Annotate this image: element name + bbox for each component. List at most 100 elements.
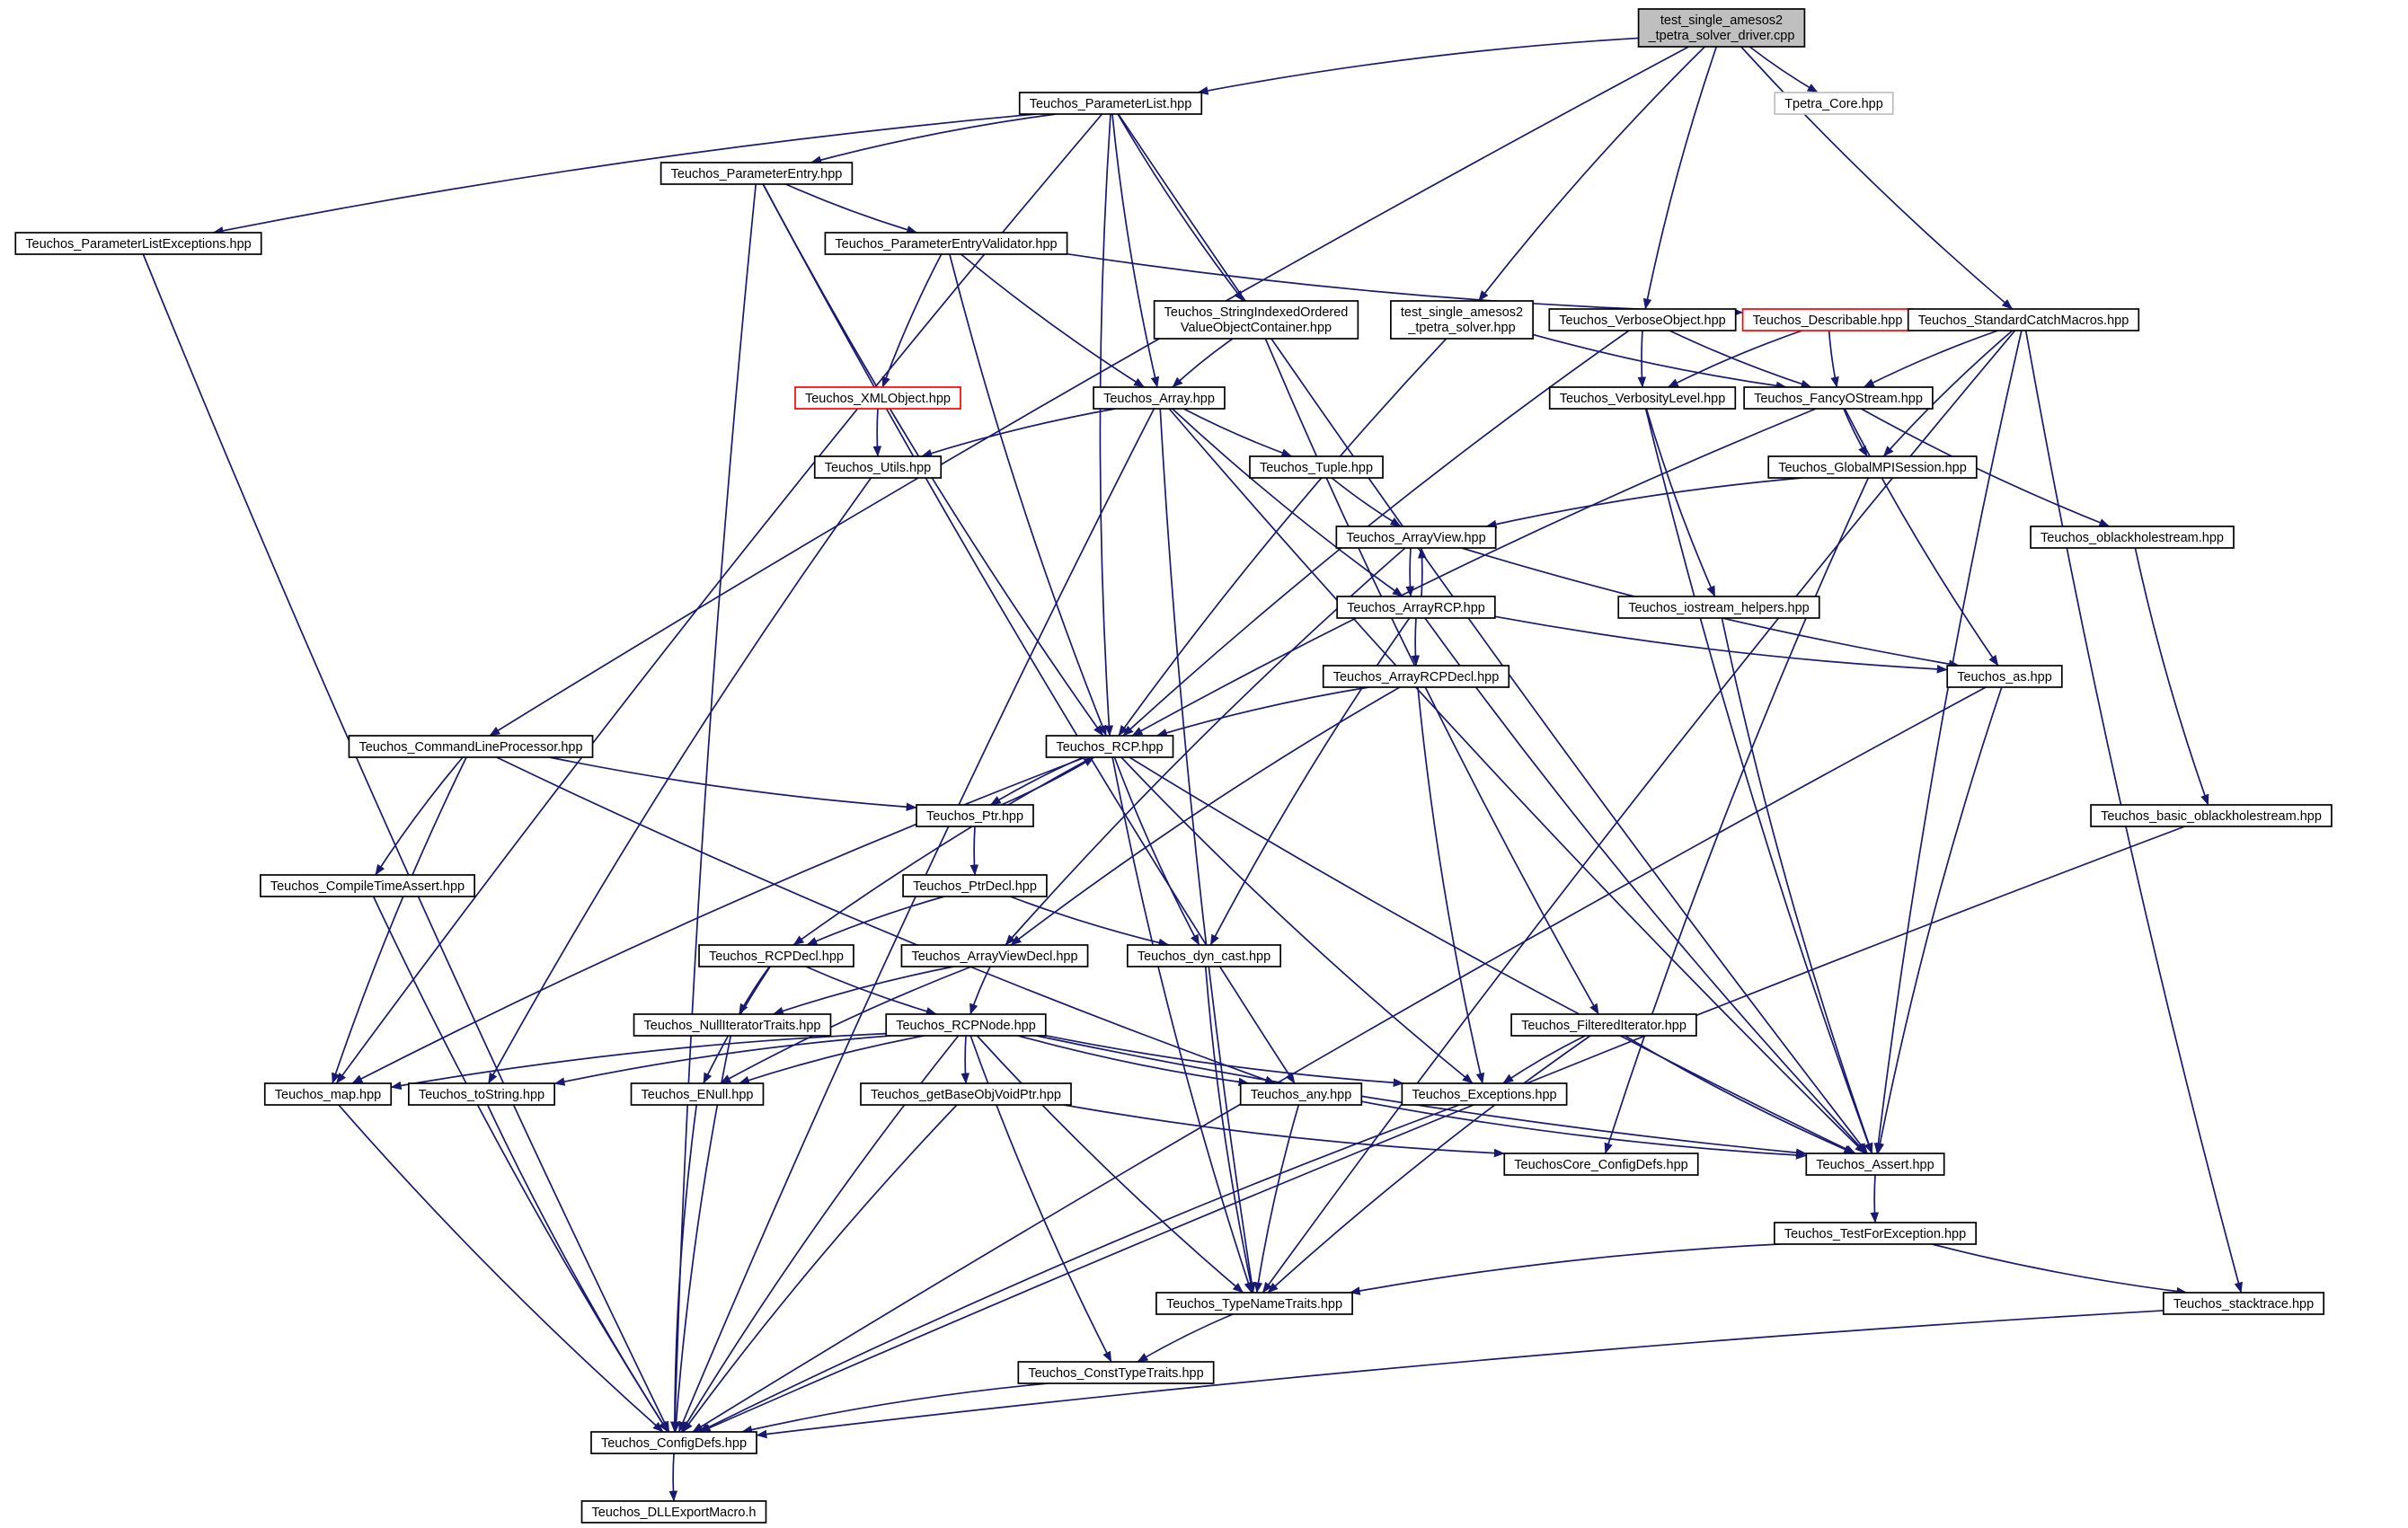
edge-string_indexed-to-array [1172, 338, 1234, 388]
node-describable[interactable]: Teuchos_Describable.hpp [1741, 308, 1914, 331]
node-typename[interactable]: Teuchos_TypeNameTraits.hpp [1155, 1292, 1353, 1315]
node-assert[interactable]: Teuchos_Assert.hpp [1805, 1153, 1945, 1176]
node-arrayrcpdecl[interactable]: Teuchos_ArrayRCPDecl.hpp [1322, 665, 1510, 688]
edge-tostring-to-config_defs [486, 1104, 669, 1433]
node-exceptions[interactable]: Teuchos_Exceptions.hpp [1401, 1082, 1568, 1106]
edge-cmdline-to-any [496, 756, 1276, 1084]
node-tpetra-core[interactable]: Tpetra_Core.hpp [1774, 92, 1894, 115]
node-oblackhole[interactable]: Teuchos_oblackholestream.hpp [2030, 526, 2235, 549]
node-stacktrace[interactable]: Teuchos_stacktrace.hpp [2162, 1292, 2325, 1315]
node-verbose-object[interactable]: Teuchos_VerboseObject.hpp [1548, 308, 1737, 331]
node-array[interactable]: Teuchos_Array.hpp [1093, 386, 1226, 410]
node-any[interactable]: Teuchos_any.hpp [1239, 1082, 1363, 1106]
node-label: Teuchos_VerbosityLevel.hpp [1560, 392, 1726, 406]
edge-arrayrcp-to-dyn_cast [1209, 617, 1411, 946]
node-label: Teuchos_GlobalMPISession.hpp [1778, 461, 1967, 475]
node-dyn-cast[interactable]: Teuchos_dyn_cast.hpp [1126, 944, 1282, 967]
node-enull[interactable]: Teuchos_ENull.hpp [630, 1082, 765, 1106]
node-basic-oblackhole[interactable]: Teuchos_basic_oblackholestream.hpp [2090, 804, 2333, 827]
edge-fancy-to-as [1844, 408, 1999, 667]
edge-root-to-verbose_object [1642, 46, 1718, 310]
edge-array-to-typename [1159, 408, 1256, 1294]
node-iostream[interactable]: Teuchos_iostream_helpers.hpp [1617, 596, 1820, 619]
node-label: TeuchosCore_ConfigDefs.hpp [1514, 1158, 1687, 1172]
node-label: Teuchos_getBaseObjVoidPtr.hpp [871, 1088, 1061, 1102]
edge-param_list-to-rcp [1099, 113, 1114, 737]
node-cmdline[interactable]: Teuchos_CommandLineProcessor.hpp [348, 735, 594, 758]
node-label: Teuchos_XMLObject.hpp [805, 392, 951, 406]
edge-param_entry_validator-to-xml_object [881, 253, 943, 388]
edge-map-to-config_defs [338, 1104, 664, 1433]
node-compile-time-assert[interactable]: Teuchos_CompileTimeAssert.hpp [260, 874, 475, 897]
node-param-list[interactable]: Teuchos_ParameterList.hpp [1018, 92, 1203, 115]
node-label: Teuchos_ParameterList.hpp [1030, 97, 1192, 111]
node-rcpdecl[interactable]: Teuchos_RCPDecl.hpp [698, 944, 854, 967]
edge-rcpnode-to-exceptions [1045, 1035, 1404, 1088]
node-rcpnode[interactable]: Teuchos_RCPNode.hpp [885, 1013, 1047, 1037]
edge-describable-to-fancy [1828, 330, 1839, 388]
edge-test_for_exc-to-stacktrace [1931, 1243, 2188, 1296]
node-tostring[interactable]: Teuchos_toString.hpp [408, 1082, 555, 1106]
node-arrayviewdecl[interactable]: Teuchos_ArrayViewDecl.hpp [900, 944, 1089, 967]
node-label: Teuchos_toString.hpp [419, 1088, 544, 1102]
edge-config_defs-to-dll_export [668, 1453, 678, 1502]
edge-any-to-typename [1253, 1104, 1300, 1294]
node-core-config[interactable]: TeuchosCore_ConfigDefs.hpp [1503, 1153, 1699, 1176]
node-label: Teuchos_TypeNameTraits.hpp [1166, 1297, 1342, 1312]
node-label: Teuchos_dyn_cast.hpp [1138, 949, 1270, 964]
node-test-for-exc[interactable]: Teuchos_TestForException.hpp [1773, 1222, 1978, 1245]
edge-stacktrace-to-config_defs [756, 1310, 2164, 1439]
node-map[interactable]: Teuchos_map.hpp [263, 1082, 393, 1106]
node-get-base[interactable]: Teuchos_getBaseObjVoidPtr.hpp [860, 1082, 1072, 1106]
node-tuple[interactable]: Teuchos_Tuple.hpp [1249, 455, 1384, 479]
edge-root-to-test_solver [1478, 46, 1705, 302]
node-fancy[interactable]: Teuchos_FancyOStream.hpp [1743, 386, 1934, 410]
edge-root-to-tpetra_core [1748, 46, 1819, 93]
edge-ptrdecl-to-rcpdecl [806, 896, 945, 946]
edge-array-to-utils [921, 408, 1116, 458]
node-string-indexed[interactable]: Teuchos_StringIndexedOrderedValueObjectC… [1153, 300, 1359, 340]
node-filtered-iter[interactable]: Teuchos_FilteredIterator.hpp [1510, 1013, 1697, 1037]
edge-cmdline-to-ptr [549, 756, 917, 812]
node-verbosity[interactable]: Teuchos_VerbosityLevel.hpp [1548, 386, 1737, 410]
edge-get_base-to-core_config [1063, 1104, 1505, 1158]
node-utils[interactable]: Teuchos_Utils.hpp [813, 455, 943, 479]
node-global-mpi[interactable]: Teuchos_GlobalMPISession.hpp [1767, 455, 1978, 479]
node-ptr[interactable]: Teuchos_Ptr.hpp [916, 804, 1034, 827]
node-config-defs[interactable]: Teuchos_ConfigDefs.hpp [590, 1431, 757, 1454]
node-param-list-exc[interactable]: Teuchos_ParameterListExceptions.hpp [14, 232, 262, 255]
edge-rcpdecl-to-null_iter [738, 966, 771, 1015]
node-root[interactable]: test_single_amesos2_tpetra_solver_driver… [1637, 8, 1806, 48]
node-label: _tpetra_solver.hpp [1407, 321, 1515, 335]
edge-assert-to-test_for_exc [1870, 1174, 1880, 1223]
node-test-solver[interactable]: test_single_amesos2_tpetra_solver.hpp [1390, 300, 1534, 340]
node-label: Teuchos_iostream_helpers.hpp [1628, 601, 1810, 615]
node-arrayrcp[interactable]: Teuchos_ArrayRCP.hpp [1336, 596, 1496, 619]
node-param-entry-validator[interactable]: Teuchos_ParameterEntryValidator.hpp [824, 232, 1068, 255]
node-const-type[interactable]: Teuchos_ConstTypeTraits.hpp [1017, 1361, 1215, 1384]
node-null-iter[interactable]: Teuchos_NullIteratorTraits.hpp [633, 1013, 832, 1037]
node-dll-export[interactable]: Teuchos_DLLExportMacro.h [580, 1500, 767, 1524]
node-label: Teuchos_any.hpp [1251, 1088, 1352, 1102]
node-label: Teuchos_ParameterListExceptions.hpp [25, 237, 251, 252]
edge-rcpnode-to-const_type [969, 1035, 1112, 1363]
edge-typename-to-const_type [1137, 1313, 1234, 1363]
edge-std_catch-to-fancy [1863, 330, 1998, 388]
edge-tuple-to-arrayview [1331, 477, 1402, 527]
node-param-entry[interactable]: Teuchos_ParameterEntry.hpp [660, 162, 854, 185]
node-rcp[interactable]: Teuchos_RCP.hpp [1045, 735, 1174, 758]
edge-utils-to-tostring [487, 477, 872, 1084]
edge-arrayrcp-to-arrayrcpdecl [1411, 617, 1421, 667]
node-xml-object[interactable]: Teuchos_XMLObject.hpp [794, 386, 961, 410]
node-label: Teuchos_basic_oblackholestream.hpp [2101, 809, 2322, 824]
edge-verbose_object-to-fancy [1669, 330, 1812, 389]
node-ptrdecl[interactable]: Teuchos_PtrDecl.hpp [902, 874, 1048, 897]
node-label: _tpetra_solver_driver.cpp [1648, 29, 1795, 43]
edge-verbosity-to-iostream [1645, 408, 1716, 597]
node-arrayview[interactable]: Teuchos_ArrayView.hpp [1335, 526, 1497, 549]
edge-array-to-arrayrcp [1172, 408, 1403, 597]
node-as[interactable]: Teuchos_as.hpp [1946, 665, 2063, 688]
node-label: Teuchos_ArrayRCP.hpp [1347, 601, 1485, 615]
edge-param_list-to-map [335, 113, 1103, 1084]
node-std-catch[interactable]: Teuchos_StandardCatchMacros.hpp [1907, 308, 2140, 331]
